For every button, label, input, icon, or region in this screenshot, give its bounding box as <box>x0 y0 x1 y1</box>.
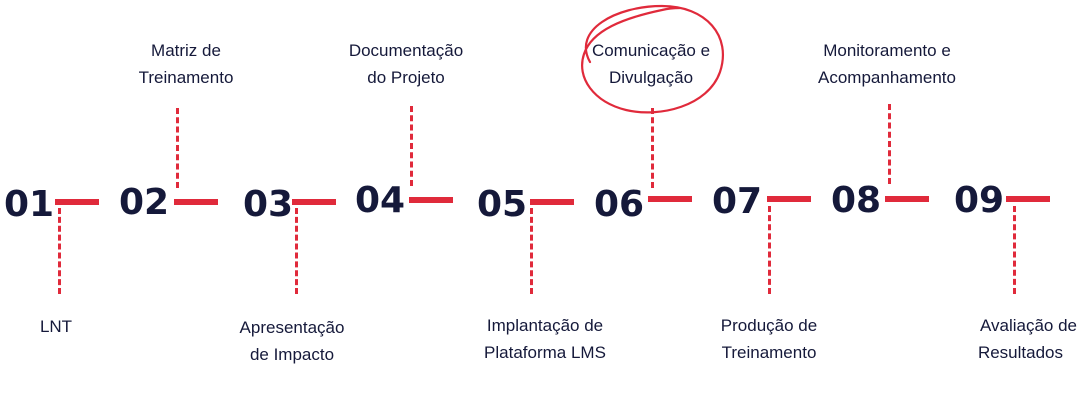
step-leader-03 <box>295 208 298 294</box>
step-label-08: Monitoramento e Acompanhamento <box>818 41 956 87</box>
step-leader-05 <box>530 208 533 294</box>
step-connector-04 <box>409 197 453 203</box>
step-connector-07 <box>767 196 811 202</box>
step-label-05: Implantação de Plataforma LMS <box>484 316 606 362</box>
step-leader-07 <box>768 206 771 294</box>
step-label-07: Produção de Treinamento <box>720 316 818 362</box>
step-leader-02 <box>176 108 179 188</box>
step-connector-05 <box>530 199 574 205</box>
step-connector-01 <box>55 199 99 205</box>
step-number-02: 02 <box>119 182 170 223</box>
step-number-09: 09 <box>954 180 1005 221</box>
step-connector-02 <box>174 199 218 205</box>
step-label-09: Avaliação de Resultados <box>977 316 1077 362</box>
step-connector-09 <box>1006 196 1050 202</box>
step-number-03: 03 <box>243 184 294 225</box>
step-label-06: Comunicação e Divulgação <box>591 41 711 87</box>
step-leader-06 <box>651 108 654 188</box>
step-connector-08 <box>885 196 929 202</box>
step-number-01: 01 <box>4 184 55 225</box>
step-label-02: Matriz de Treinamento <box>138 41 234 87</box>
step-number-07: 07 <box>712 181 763 222</box>
step-number-08: 08 <box>831 180 882 221</box>
step-label-04: Documentação do Projeto <box>348 41 464 87</box>
step-connector-06 <box>648 196 692 202</box>
step-leader-08 <box>888 104 891 184</box>
step-leader-04 <box>410 106 413 186</box>
step-label-01: LNT <box>39 317 73 336</box>
highlight-circle <box>581 4 725 114</box>
step-number-05: 05 <box>477 184 528 225</box>
step-connector-03 <box>292 199 336 205</box>
step-leader-01 <box>58 208 61 294</box>
step-label-03: Apresentação de Impacto <box>239 318 345 364</box>
step-number-04: 04 <box>355 180 406 221</box>
step-leader-09 <box>1013 206 1016 294</box>
step-number-06: 06 <box>594 184 645 225</box>
